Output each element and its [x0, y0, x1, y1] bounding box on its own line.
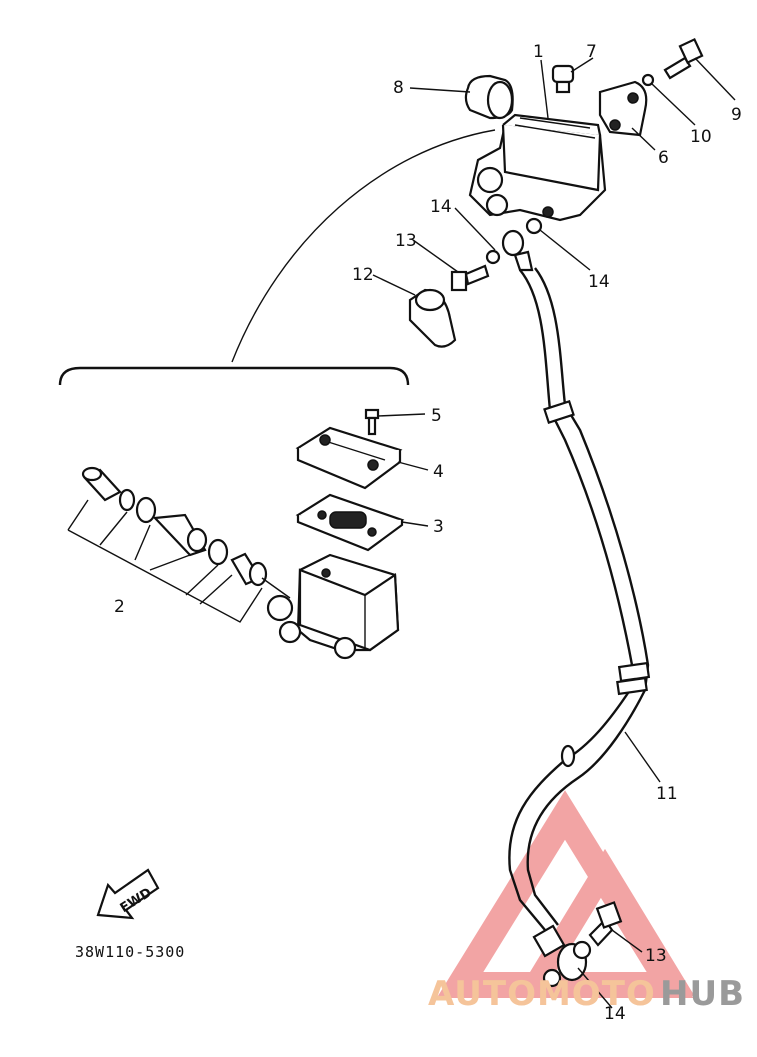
watermark-text-hub: HUB [660, 974, 745, 1014]
banjo-fitting-upper [501, 229, 534, 272]
callout-14-right: 14 [588, 272, 610, 292]
callout-5: 5 [431, 406, 442, 426]
callout-4: 4 [433, 462, 444, 482]
detail-bracket [58, 366, 410, 386]
part-14-washer-a [485, 249, 501, 265]
banjo-fitting-lower [532, 924, 588, 982]
callout-3: 3 [433, 517, 444, 537]
watermark-logo [436, 790, 695, 998]
watermark-text-auto: AUTOMOTO [428, 974, 656, 1014]
fwd-arrow: FWD [96, 868, 160, 920]
part-2-bracket-lines [67, 499, 263, 623]
part-7-cap [551, 64, 575, 94]
part-5-screw [364, 408, 380, 436]
callout-7: 7 [586, 42, 597, 62]
callout-13-upper: 13 [395, 231, 417, 251]
part-code: 38W110-5300 [75, 943, 185, 961]
part-8-boot [464, 74, 514, 120]
part-2-piston-kit [81, 466, 291, 599]
part-6-holder [598, 80, 648, 137]
leader-curve [231, 129, 496, 363]
part-14-washer-lower-b [542, 968, 562, 988]
part-4-cap [295, 426, 403, 490]
callout-13-lower: 13 [645, 946, 667, 966]
master-cylinder-top [468, 113, 607, 222]
callout-14-lower: 14 [604, 1004, 626, 1024]
part-3-diaphragm [295, 493, 405, 552]
part-14-washer-b [525, 217, 543, 235]
part-10-washer [641, 73, 655, 87]
part-9-bolt [663, 38, 704, 80]
callout-1: 1 [533, 42, 544, 62]
callout-11: 11 [656, 784, 678, 804]
leader-lines [372, 57, 736, 1009]
part-14-washer-lower-a [572, 940, 592, 960]
callout-6: 6 [658, 148, 669, 168]
callout-10: 10 [690, 127, 712, 147]
callout-14-upper: 14 [430, 197, 452, 217]
callout-9: 9 [731, 105, 742, 125]
callout-12: 12 [352, 265, 374, 285]
callout-8: 8 [393, 78, 404, 98]
callout-2: 2 [114, 597, 125, 617]
part-13-bolt-upper [450, 264, 490, 292]
brake-hose [508, 267, 651, 931]
part-12-boot [408, 288, 457, 348]
master-cylinder-body [266, 553, 400, 660]
callouts: 1 7 8 9 10 6 14 13 14 12 5 4 3 2 11 13 1… [114, 42, 742, 1024]
part-13-bolt-lower [588, 901, 623, 947]
